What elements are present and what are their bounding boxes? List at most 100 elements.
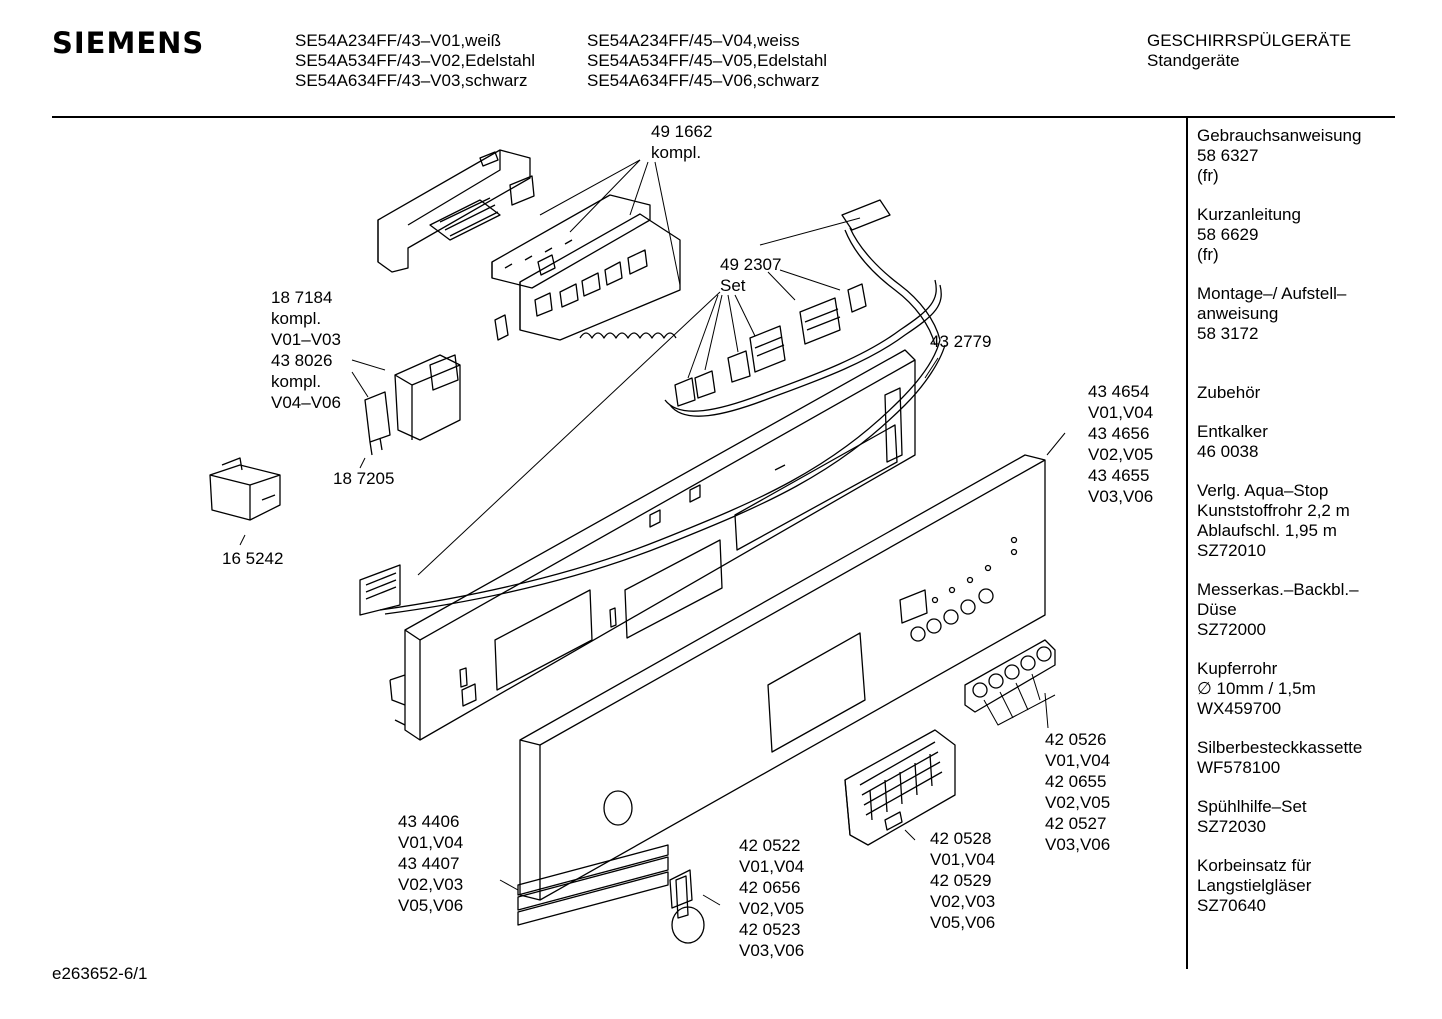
model-list-43: SE54A234FF/43–V01,weiß SE54A534FF/43–V02… (295, 31, 535, 91)
part-note: V05,V06 (398, 896, 464, 915)
part-note: V02,V05 (1088, 445, 1154, 464)
sidebar-text: 58 3172 (1197, 324, 1259, 343)
part-label-432779: 43 2779 (930, 331, 991, 352)
model-line: SE54A534FF/45–V05,Edelstahl (587, 51, 828, 70)
part-note: Set (720, 276, 746, 295)
model-line: SE54A534FF/43–V02,Edelstahl (295, 51, 536, 70)
sidebar-text: anweisung (1197, 304, 1279, 323)
part-note: V03,V06 (1088, 487, 1154, 506)
sidebar-text: WX459700 (1197, 699, 1282, 718)
part-number: 42 0656 (739, 878, 801, 897)
leader-line-420522 (702, 894, 721, 906)
part-note: V01–V03 (271, 330, 341, 349)
valve-unit-part (364, 354, 461, 456)
part-note: V01,V04 (739, 857, 805, 876)
drawing-code: e263652-6/1 (52, 964, 148, 983)
model-line: SE54A634FF/43–V03,schwarz (295, 71, 528, 90)
sidebar-item: Korbeinsatz für Langstielgläser SZ70640 (1197, 856, 1437, 916)
part-note: kompl. (651, 143, 702, 162)
header-divider (52, 116, 1395, 118)
sidebar-text: Kupferrohr (1197, 659, 1278, 678)
leader-line-434654 (1046, 432, 1066, 456)
part-note: V02,V03 (930, 892, 996, 911)
sidebar-item: Gebrauchsanweisung 58 6327 (fr) (1197, 126, 1437, 186)
sidebar-item: Entkalker 46 0038 (1197, 422, 1437, 462)
part-label-420522: 42 0522 V01,V04 42 0656 V02,V05 42 0523 … (739, 835, 804, 961)
category-title: GESCHIRRSPÜLGERÄTE (1147, 31, 1352, 50)
category-subtitle: Standgeräte (1147, 51, 1240, 70)
sidebar-text: Langstielgläser (1197, 876, 1312, 895)
sidebar-text: (fr) (1197, 166, 1219, 185)
part-number: 49 1662 (651, 122, 713, 141)
control-panel-frame-part (389, 349, 916, 741)
part-note: V01,V04 (398, 833, 464, 852)
exploded-parts-diagram (209, 149, 1066, 944)
part-label-165242: 16 5242 (222, 548, 283, 569)
part-note: V01,V04 (1045, 751, 1111, 770)
sidebar-item: Zubehör (1197, 383, 1437, 403)
model-line: SE54A634FF/45–V06,schwarz (587, 71, 820, 90)
sidebar-text: 58 6629 (1197, 225, 1259, 244)
leader-line-434406 (499, 879, 519, 891)
part-note: V01,V04 (930, 850, 996, 869)
part-note: V04–V06 (271, 393, 341, 412)
part-number: 43 8026 (271, 351, 333, 370)
sidebar-text: Messerkas.–Backbl.– (1197, 580, 1359, 599)
part-number: 43 4407 (398, 854, 460, 873)
part-label-434654: 43 4654 V01,V04 43 4656 V02,V05 43 4655 … (1088, 381, 1153, 507)
part-note: V03,V06 (739, 941, 805, 960)
sidebar-text: Düse (1197, 600, 1237, 619)
part-number: 43 4655 (1088, 466, 1150, 485)
sidebar-item: Silberbesteckkassette WF578100 (1197, 738, 1437, 778)
part-number: 18 7205 (333, 469, 395, 488)
part-number: 43 4406 (398, 812, 460, 831)
part-number: 43 2779 (930, 332, 992, 351)
sidebar-text: Verlg. Aqua–Stop (1197, 481, 1329, 500)
part-number: 42 0522 (739, 836, 801, 855)
sidebar-text: ∅ 10mm / 1,5m (1197, 679, 1316, 698)
model-list-45: SE54A234FF/45–V04,weiss SE54A534FF/45–V0… (587, 31, 827, 91)
part-note: kompl. (271, 309, 322, 328)
part-number: 42 0523 (739, 920, 801, 939)
part-note: V01,V04 (1088, 403, 1154, 422)
part-number: 42 0526 (1045, 730, 1107, 749)
sidebar-item: Verlg. Aqua–Stop Kunststoffrohr 2,2 m Ab… (1197, 481, 1437, 561)
part-number: 16 5242 (222, 549, 284, 568)
sidebar-text: Ablaufschl. 1,95 m (1197, 521, 1337, 540)
wiring-harness-part (359, 199, 946, 616)
sidebar-text: WF578100 (1197, 758, 1281, 777)
sidebar-text: SZ72010 (1197, 541, 1266, 560)
model-line: SE54A234FF/45–V04,weiss (587, 31, 800, 50)
part-label-491662: 49 1662 kompl. (651, 121, 712, 163)
part-label-434406: 43 4406 V01,V04 43 4407 V02,V03 V05,V06 (398, 811, 463, 916)
sidebar-text: Korbeinsatz für (1197, 856, 1312, 875)
appliance-category: GESCHIRRSPÜLGERÄTE Standgeräte (1147, 31, 1351, 71)
sidebar-text: Montage–/ Aufstell– (1197, 284, 1347, 303)
brand-logo: SIEMENS (52, 26, 205, 60)
sidebar-item: Messerkas.–Backbl.– Düse SZ72000 (1197, 580, 1437, 640)
button-strip-part (964, 639, 1056, 713)
sidebar-item: Kurzanleitung 58 6629 (fr) (1197, 205, 1437, 265)
sidebar-divider (1186, 117, 1188, 969)
sidebar-text: 46 0038 (1197, 442, 1259, 461)
sidebar-text: SZ72030 (1197, 817, 1266, 836)
dispenser-cover-part (844, 729, 956, 846)
part-note: V02,V05 (739, 899, 805, 918)
part-note: V05,V06 (930, 913, 996, 932)
sidebar-text: SZ72000 (1197, 620, 1266, 639)
part-number: 43 4654 (1088, 382, 1150, 401)
control-module-part (377, 149, 681, 341)
sidebar-text: Entkalker (1197, 422, 1268, 441)
sidebar-item: Montage–/ Aufstell– anweisung 58 3172 (1197, 284, 1437, 344)
leader-lines-492307 (417, 217, 861, 576)
leader-lines-420526 (983, 673, 1056, 729)
sidebar-text: SZ70640 (1197, 896, 1266, 915)
sidebar-item: Kupferrohr ∅ 10mm / 1,5m WX459700 (1197, 659, 1437, 719)
seal-strip-part (517, 844, 669, 926)
part-number: 49 2307 (720, 255, 782, 274)
part-number: 42 0529 (930, 871, 992, 890)
part-note: V02,V05 (1045, 793, 1111, 812)
sidebar-heading: Zubehör (1197, 383, 1261, 402)
part-number: 18 7184 (271, 288, 333, 307)
part-note: V02,V03 (398, 875, 464, 894)
